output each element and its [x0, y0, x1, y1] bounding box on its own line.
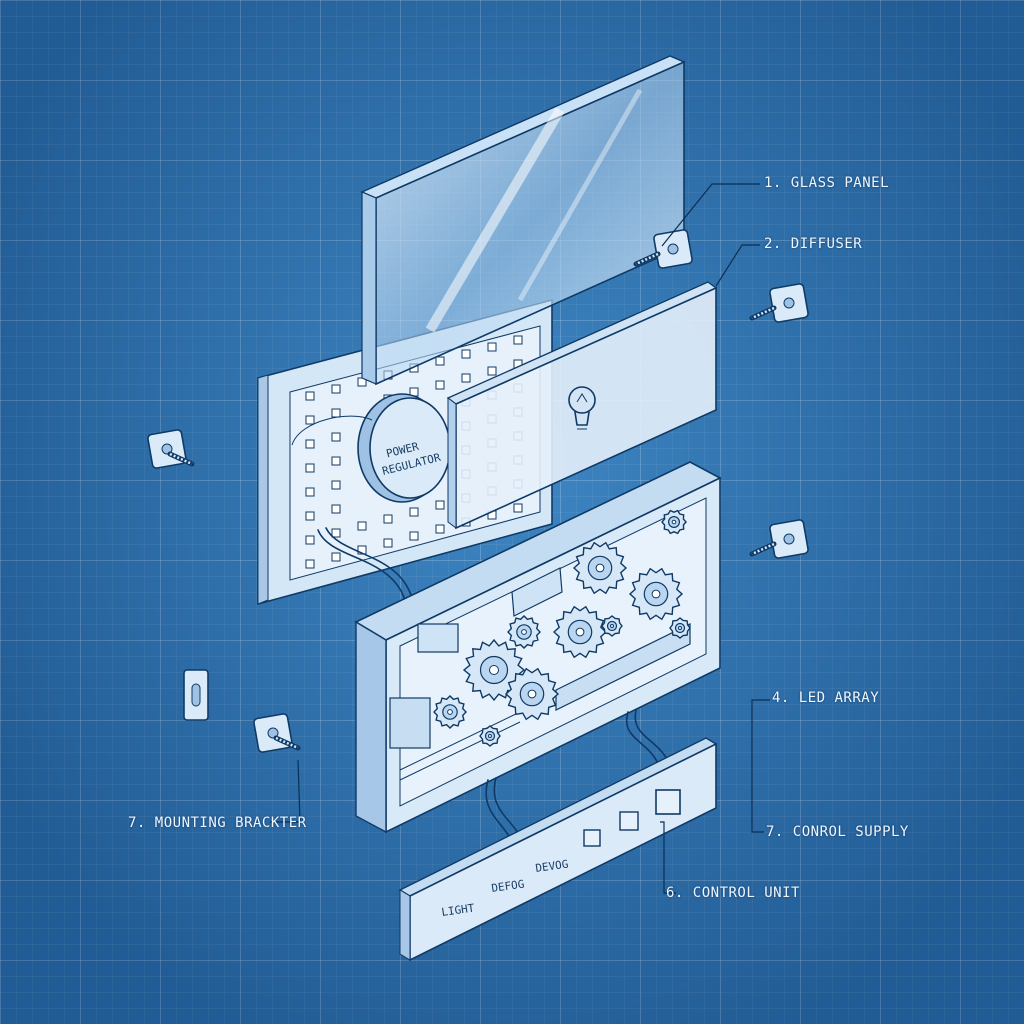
led-cell	[357, 545, 367, 555]
led-cell	[331, 552, 341, 562]
led-cell	[435, 356, 445, 366]
screw-icon	[273, 735, 301, 751]
led-cell	[435, 524, 445, 534]
screw-icon	[749, 541, 777, 557]
led-cell	[383, 538, 393, 548]
bracket-icon	[633, 229, 693, 269]
led-cell	[331, 432, 341, 442]
button-label-devog: DEVOG	[535, 857, 570, 874]
gear-mechanism	[433, 509, 691, 747]
led-cell	[331, 504, 341, 514]
led-cell	[331, 528, 341, 538]
led-cell	[487, 366, 497, 376]
screw-icon	[749, 305, 777, 321]
gear-icon	[661, 509, 687, 535]
callout-control-supply: 7. CONROL SUPPLY	[766, 824, 909, 840]
button-label-light: LIGHT	[441, 901, 476, 919]
led-cell	[305, 463, 315, 473]
led-cell	[305, 487, 315, 497]
bracket-icon	[253, 713, 301, 753]
led-cell	[409, 531, 419, 541]
callout-mounting-bracket: 7. MOUNTING BRACKTER	[128, 815, 307, 831]
control-strip: LIGHT DEFOG DEVOG	[398, 737, 718, 962]
led-cell	[357, 521, 367, 531]
led-cell	[305, 511, 315, 521]
led-cell	[461, 373, 471, 383]
mounting-brackets	[147, 229, 809, 753]
callout-led-array: 4. LED ARRAY	[772, 690, 880, 706]
led-cell	[409, 507, 419, 517]
diffuser-panel	[446, 281, 718, 530]
led-cell	[383, 514, 393, 524]
led-cell	[435, 500, 445, 510]
gear-icon	[433, 695, 467, 729]
bracket-icon	[749, 283, 809, 323]
power-regulator: POWER REGULATOR	[291, 393, 451, 503]
led-cell	[305, 535, 315, 545]
gear-icon	[504, 667, 560, 721]
gear-icon	[628, 567, 684, 621]
gear-icon	[507, 615, 541, 649]
led-cell	[331, 384, 341, 394]
led-cell	[305, 391, 315, 401]
led-cell	[331, 456, 341, 466]
led-cell	[435, 380, 445, 390]
light-button[interactable]	[583, 829, 601, 847]
gear-icon	[669, 617, 691, 639]
led-cell	[305, 439, 315, 449]
gear-icon	[601, 615, 623, 637]
led-cell	[513, 503, 523, 513]
screw-icon	[633, 251, 661, 267]
led-cell	[461, 349, 471, 359]
callout-glass-panel: 1. GLASS PANEL	[764, 175, 890, 191]
bracket-icon	[749, 519, 809, 559]
defog-button[interactable]	[619, 811, 639, 831]
led-cell	[305, 559, 315, 569]
gear-icon	[479, 725, 501, 747]
callout-control-unit: 6. CONTROL UNIT	[666, 885, 800, 901]
bracket-icon	[147, 429, 195, 469]
gear-icon	[572, 541, 628, 595]
slot-bracket-icon	[183, 669, 209, 721]
light-bulb-icon	[568, 386, 596, 430]
callout-diffuser: 2. DIFFUSER	[764, 236, 863, 252]
gear-icon	[552, 605, 608, 659]
led-cell	[305, 415, 315, 425]
led-cell	[513, 335, 523, 345]
led-cell	[331, 480, 341, 490]
control-housing	[354, 461, 722, 834]
power-toggle[interactable]	[655, 789, 681, 815]
button-label-defog: DEFOG	[491, 877, 526, 894]
led-cell	[331, 408, 341, 418]
glass-panel	[360, 55, 686, 386]
led-cell	[487, 342, 497, 352]
leader-lines	[270, 183, 770, 894]
screw-icon	[167, 451, 195, 467]
